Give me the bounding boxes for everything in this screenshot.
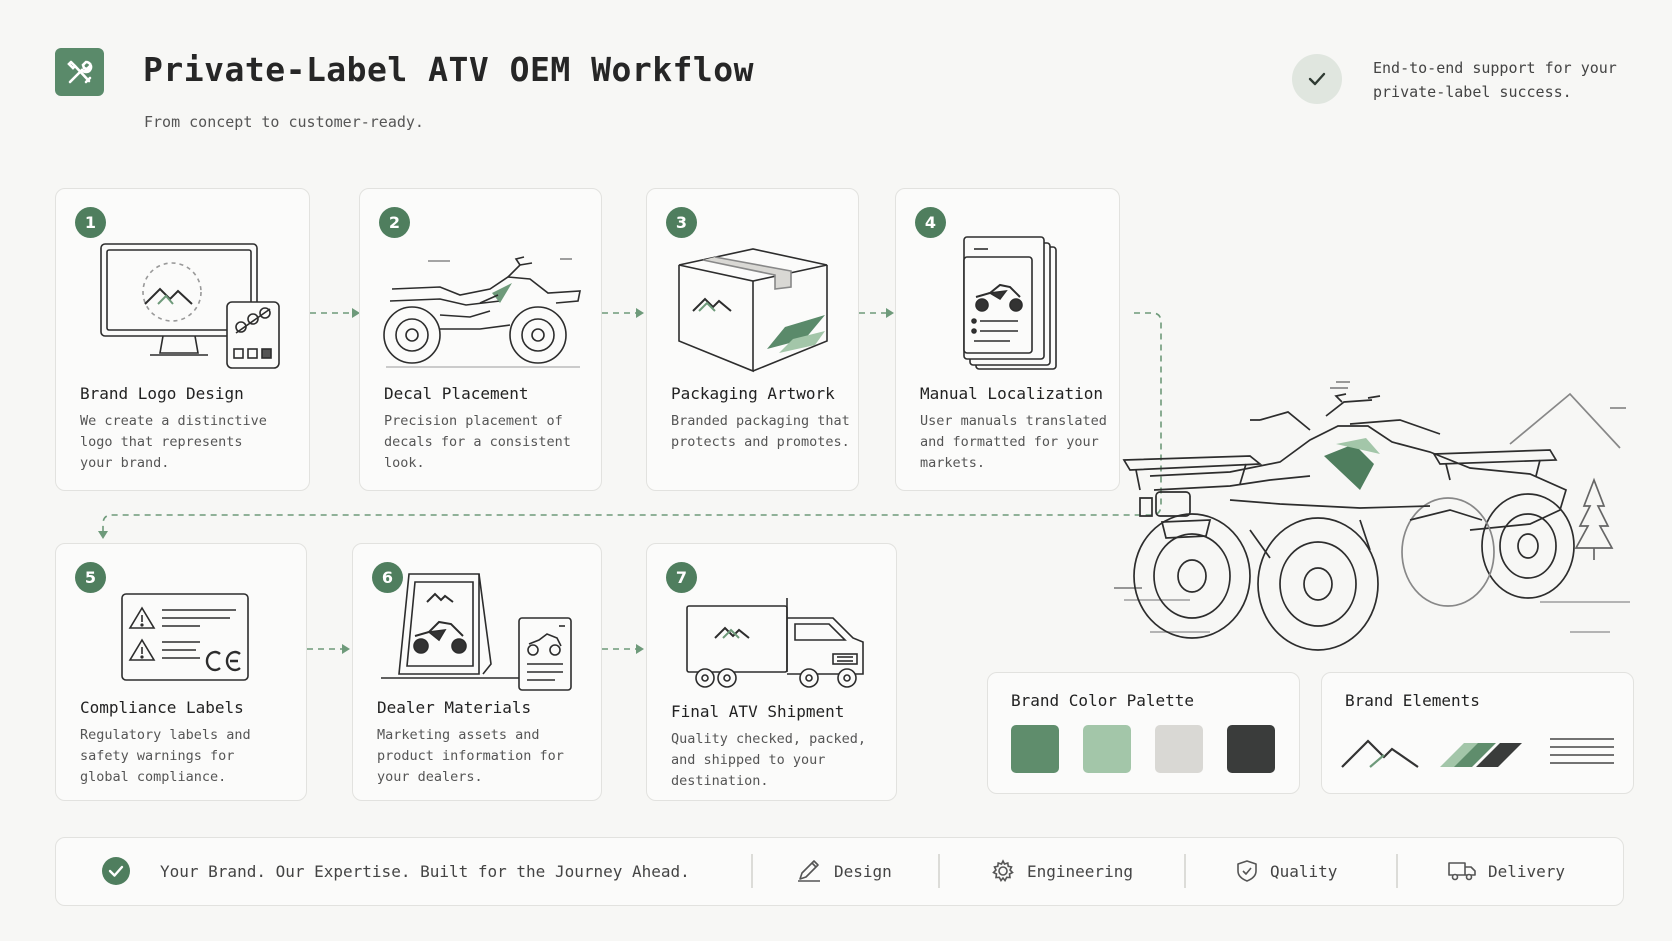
step-title: Dealer Materials (377, 698, 532, 717)
step-number-badge: 6 (372, 562, 403, 593)
checkmark-icon (1308, 72, 1326, 86)
color-swatch-primary-green[interactable] (1011, 725, 1059, 773)
step-card-manual-localization[interactable]: 4 Manual Localization User manuals trans… (895, 188, 1120, 491)
step-title: Brand Logo Design (80, 384, 244, 403)
color-swatch-charcoal[interactable] (1227, 725, 1275, 773)
palette-title: Brand Color Palette (1011, 691, 1195, 710)
truck-icon (1448, 862, 1476, 881)
footer-item-label: Engineering (1027, 861, 1133, 881)
footer-item-label: Design (834, 861, 892, 881)
step-number-badge: 2 (379, 207, 410, 238)
step-title: Manual Localization (920, 384, 1104, 403)
page-title: Private-Label ATV OEM Workflow (143, 50, 755, 89)
stripe-decal-icon (1440, 743, 1522, 767)
step-description: User manuals translated and formatted fo… (920, 413, 1107, 471)
footer-divider (1396, 854, 1398, 888)
step-card-compliance-labels[interactable]: 5 Compliance Labels Regulatory labels an… (55, 543, 307, 801)
step-description: Quality checked, packed, and shipped to … (671, 731, 867, 789)
packaging-box-icon (678, 248, 828, 373)
elements-title: Brand Elements (1345, 691, 1480, 710)
brand-color-palette-panel: Brand Color Palette (987, 672, 1300, 794)
delivery-truck-icon (686, 598, 864, 688)
step-title: Compliance Labels (80, 698, 244, 717)
gear-icon (992, 859, 1014, 882)
step-title: Packaging Artwork (671, 384, 835, 403)
step-description: Regulatory labels and safety warnings fo… (80, 727, 251, 785)
pen-icon (798, 860, 820, 882)
step-description: Branded packaging that protects and prom… (671, 413, 850, 450)
step-title: Decal Placement (384, 384, 529, 403)
footer-bar: Your Brand. Our Expertise. Built for the… (55, 837, 1624, 906)
dealer-display-icon (381, 573, 572, 691)
step-card-decal-placement[interactable]: 2 Decal Placement Precision placement of… (359, 188, 602, 491)
step-card-dealer-materials[interactable]: 6 Dealer Materials Marketing assets and … (352, 543, 602, 801)
step-card-final-atv-shipment[interactable]: 7 Final ATV Shipment Quality checked, pa… (646, 543, 897, 801)
atv-decal-icon (383, 256, 581, 368)
step-title: Final ATV Shipment (671, 702, 845, 721)
step-number-badge: 5 (75, 562, 106, 593)
atv-hero-illustration (1114, 381, 1630, 651)
user-manual-icon (963, 236, 1057, 370)
footer-item-quality[interactable]: Quality (1236, 838, 1337, 904)
support-check-badge (1292, 54, 1342, 104)
footer-item-label: Quality (1270, 861, 1338, 881)
step-number-badge: 3 (666, 207, 697, 238)
footer-tagline: Your Brand. Our Expertise. Built for the… (102, 838, 690, 904)
shield-check-icon (1237, 860, 1257, 882)
page-subtitle: From concept to customer-ready. (144, 113, 424, 131)
step-card-packaging-artwork[interactable]: 3 Packaging Artwork Branded packaging th… (646, 188, 859, 491)
brand-logo (55, 48, 104, 96)
step-description: Precision placement of decals for a cons… (384, 413, 571, 471)
footer-item-engineering[interactable]: Engineering (991, 838, 1133, 904)
step-number-badge: 4 (915, 207, 946, 238)
check-circle-icon (102, 857, 130, 885)
color-swatch-light-gray[interactable] (1155, 725, 1203, 773)
step-description: Marketing assets and product information… (377, 727, 564, 785)
tagline-text: Your Brand. Our Expertise. Built for the… (160, 861, 690, 881)
text-lines-icon (1550, 738, 1614, 764)
footer-divider (1184, 854, 1186, 888)
step-description: We create a distinctive logo that repres… (80, 413, 267, 471)
step-number-badge: 7 (666, 562, 697, 593)
mountain-logo-icon (1341, 739, 1419, 768)
monitor-logo-icon (100, 243, 280, 369)
footer-item-design[interactable]: Design (796, 838, 892, 904)
footer-item-delivery[interactable]: Delivery (1448, 838, 1565, 904)
step-number-badge: 1 (75, 207, 106, 238)
compliance-label-icon (121, 593, 249, 681)
tools-icon (66, 60, 92, 84)
color-swatch-light-green[interactable] (1083, 725, 1131, 773)
support-text: End-to-end support for your private-labe… (1373, 59, 1617, 101)
footer-item-label: Delivery (1488, 861, 1566, 881)
footer-divider (751, 854, 753, 888)
footer-divider (938, 854, 940, 888)
step-card-brand-logo-design[interactable]: 1 Brand Logo Design We create a distinct… (55, 188, 310, 491)
brand-elements-panel: Brand Elements (1321, 672, 1634, 794)
